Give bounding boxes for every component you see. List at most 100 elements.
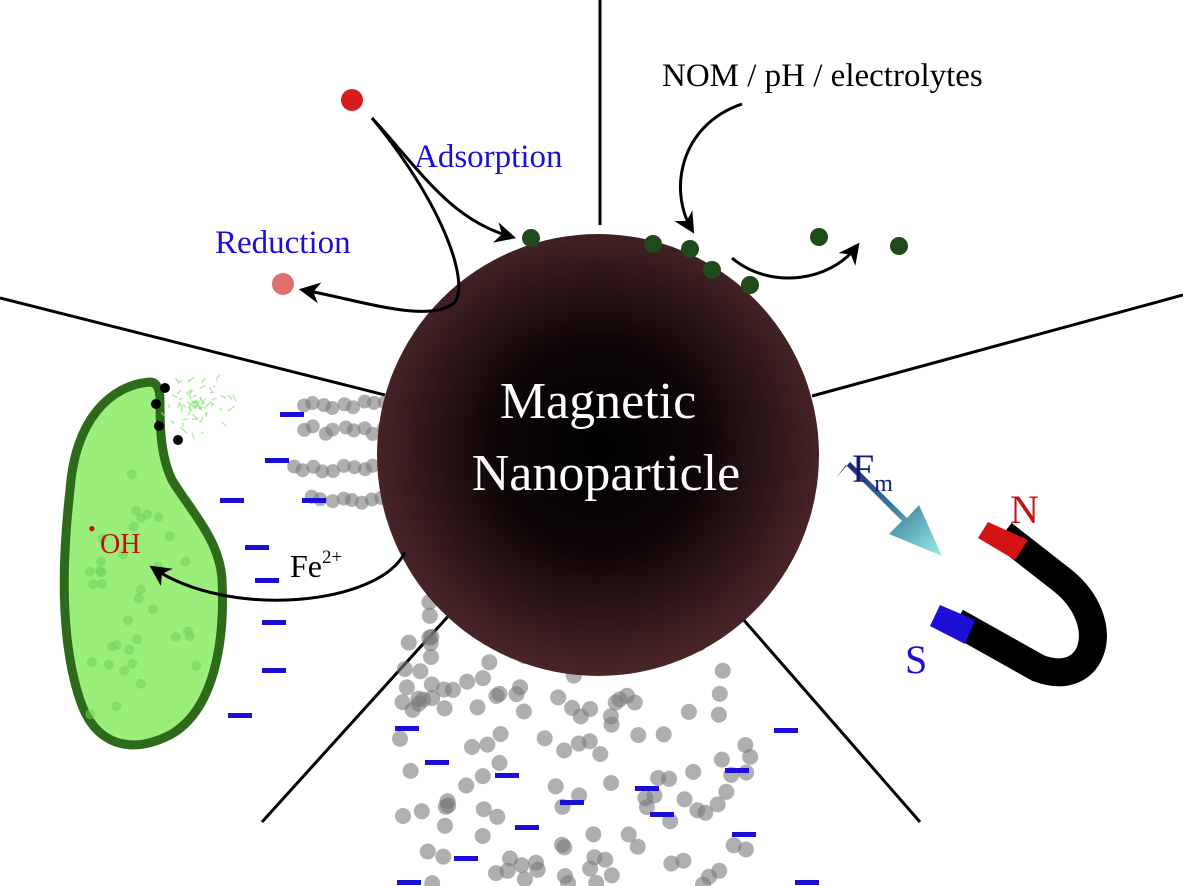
cytoplasm-spot [180,556,191,567]
aggregate-particle [325,422,340,437]
cytoplasm-spot [135,678,146,689]
aggregate-particle [315,464,330,479]
negative-charges [220,412,819,885]
aggregate-particle [560,875,577,886]
aggregate-particle [435,848,452,865]
cytoplasm-spot [118,549,129,560]
cytoplasm-spot [191,660,202,671]
wall-particle [160,383,170,393]
aggregate-particle [474,768,491,785]
aggregate-particle [392,730,408,747]
aggregate-particle [603,867,620,884]
aggregate-particle [592,746,609,762]
divider-left [0,296,386,397]
leakage-stroke [200,431,204,434]
negative-charge [302,498,326,503]
cytoplasm-spot [85,566,95,577]
leakage-stroke [210,404,214,407]
aggregate-particle [570,735,587,752]
aggregate-particle [325,494,340,509]
cell-wall-particles [151,383,183,445]
cytoplasm-spot [126,469,137,480]
aggregate-particle [346,423,361,438]
aggregate-particle [412,663,429,680]
aggregate-particle [737,841,754,858]
north-pole-label: N [1010,487,1039,532]
desorbing-particle [644,235,662,253]
desorbing-particle [681,240,699,258]
force-arrow-icon [836,462,942,556]
aggregate-particle [396,661,413,677]
aggregate-particle [710,706,727,723]
cell-cytoplasm-spots [85,469,202,720]
negative-charge [255,578,279,583]
leakage-stroke [180,426,188,435]
cytoplasm-spot [88,579,99,590]
horseshoe-magnet-icon [930,522,1107,687]
leakage-stroke [171,394,178,399]
negative-charge [220,498,244,503]
aggregate-particle [528,854,544,871]
aggregate-particle [675,852,692,869]
aggregate-particle [458,777,475,794]
desorbing-particle [810,228,828,246]
leakage-stroke [187,390,193,397]
negative-charge [795,880,819,885]
desorbing-particle [703,261,721,279]
aggregate-particle [336,458,351,473]
sector-dividers [0,0,1183,824]
aggregate-particle [547,778,564,795]
leakage-stroke [189,394,192,400]
aggregate-particle [725,837,742,854]
aggregate-particle [629,838,646,855]
leakage-stroke [182,417,189,421]
leakage-stroke [199,420,202,423]
leakage-stroke [180,405,183,413]
nom-label: NOM / pH / electrolytes [662,58,983,94]
aggregate-particle [325,401,340,415]
aggregate-particle [423,649,439,665]
aggregate-particle [663,855,680,872]
wall-particle [151,399,161,409]
reduction-label: Reduction [215,225,351,261]
aggregate-particle [619,687,635,704]
aggregate-particle [713,751,730,768]
leakage-stroke [211,397,217,401]
hydroxyl-label: OH [100,529,140,560]
leakage-stroke [170,420,175,425]
cytoplasm-spot [153,512,164,522]
aggregate-particle [439,793,456,810]
negative-charge [280,412,304,417]
aggregate-particle [637,790,654,806]
aggregate-particle [711,685,728,702]
negative-charge [560,800,584,805]
cell-leakage-burst [160,374,237,440]
negative-charge [262,620,286,625]
cytoplasm-spot [95,565,106,576]
cytoplasm-spot [131,505,142,516]
leakage-stroke [201,377,206,384]
aggregate-particle [474,828,491,844]
aggregate-particle [662,813,679,830]
aggregate-particle [491,754,508,771]
magnet-body [949,522,1107,687]
aggregate-particle [365,426,380,441]
cytoplasm-spot [127,658,138,669]
aggregate-particle [550,689,567,706]
aggregate-particle [421,629,438,646]
leakage-stroke [208,386,213,393]
cytoplasm-spot [96,579,107,589]
leakage-stroke [186,389,193,395]
negative-charge [245,545,269,550]
bacterial-cell-icon [59,374,237,750]
aggregate-particle [499,862,516,879]
leakage-stroke [219,407,223,412]
aggregate-particle [620,826,637,843]
reduced-particle [272,273,294,295]
aggregate-particle [718,783,735,800]
fe-symbol: Fe [290,548,322,584]
wall-particle [154,421,164,431]
aggregate-particle [650,770,667,786]
fe-charge: 2+ [322,547,342,568]
